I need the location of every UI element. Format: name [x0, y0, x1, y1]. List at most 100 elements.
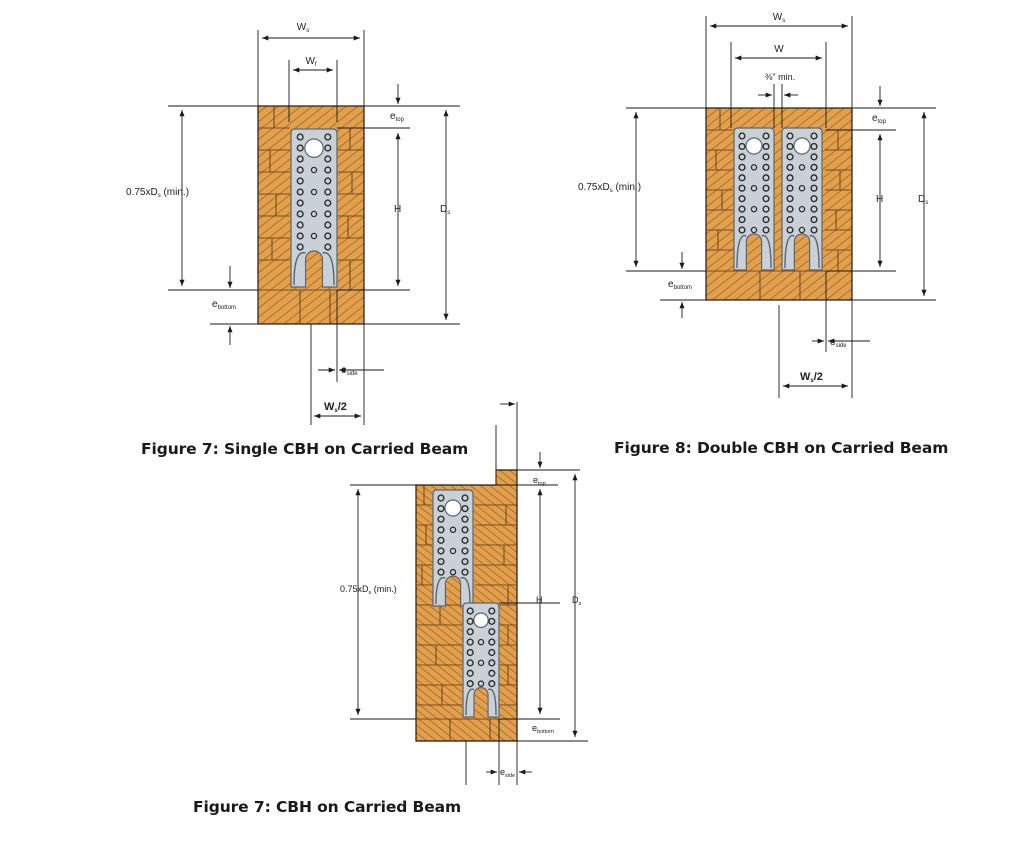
- hook-arc: [761, 234, 772, 269]
- fastener-hole: [324, 232, 332, 240]
- fastener-hole: [296, 188, 304, 196]
- fastener-hole: [466, 617, 474, 625]
- fastener-hole: [310, 210, 318, 218]
- dimension-lines: [350, 401, 588, 785]
- figure-caption-double: Figure 8: Double CBH on Carried Beam: [614, 439, 949, 457]
- hook-arc: [293, 251, 306, 286]
- plate-body: [781, 127, 823, 271]
- fastener-hole: [310, 232, 318, 240]
- fastener-hole: [786, 205, 794, 213]
- fastener-hole: [449, 547, 457, 555]
- fastener-hole: [488, 669, 496, 677]
- fastener-hole: [324, 199, 332, 207]
- label-etop: etop: [872, 113, 887, 125]
- fastener-hole: [762, 184, 770, 192]
- dimension-lines: [168, 30, 460, 425]
- fastener-hole: [324, 133, 332, 141]
- fastener-hole: [488, 659, 496, 667]
- fastener-hole: [466, 680, 474, 688]
- label-ebottom: ebottom: [668, 279, 692, 291]
- label-ebottom: ebottom: [532, 723, 554, 735]
- fastener-hole: [738, 205, 746, 213]
- large-hole: [793, 137, 811, 155]
- fastener-hole: [324, 210, 332, 218]
- fastener-hole: [310, 188, 318, 196]
- fastener-hole: [810, 184, 818, 192]
- fastener-hole: [296, 232, 304, 240]
- fastener-hole: [762, 174, 770, 182]
- fastener-hole: [786, 163, 794, 171]
- fastener-hole: [437, 515, 445, 523]
- fastener-hole: [798, 164, 806, 171]
- fastener-hole: [461, 526, 469, 534]
- fastener-hole: [488, 648, 496, 657]
- fastener-hole: [296, 221, 304, 229]
- fastener-hole: [296, 199, 304, 207]
- fastener-hole: [466, 669, 474, 677]
- fastener-hole: [762, 153, 770, 161]
- label-ebottom: ebottom: [212, 299, 236, 311]
- label-h: H: [394, 204, 401, 215]
- dimension-lines: [626, 16, 936, 398]
- fastener-hole: [750, 226, 758, 234]
- hanger-plate-lower: [462, 602, 500, 718]
- fastener-hole: [750, 205, 758, 213]
- fastener-hole: [461, 504, 469, 513]
- fastener-hole: [810, 195, 818, 203]
- fastener-hole: [461, 557, 469, 566]
- label-w: W: [774, 44, 784, 55]
- fastener-hole: [488, 628, 496, 636]
- fastener-hole: [437, 568, 445, 576]
- figure-cbh-carried-beam: etop H Ds 0.75xDs (min.) ebottom eside: [340, 401, 588, 785]
- fastener-hole: [810, 226, 818, 234]
- large-hole: [304, 138, 324, 158]
- label-depth-min: 0.75xDs (min.): [340, 584, 397, 596]
- carried-beam-section: [705, 107, 853, 301]
- fastener-hole: [324, 166, 332, 174]
- hook-arc: [736, 234, 747, 269]
- fastener-hole: [786, 195, 794, 203]
- fastener-hole: [738, 142, 746, 151]
- label-ws: Ws: [297, 22, 309, 34]
- fastener-hole: [477, 680, 485, 687]
- figure-caption-carried: Figure 7: CBH on Carried Beam: [193, 798, 462, 816]
- fastener-hole: [324, 188, 332, 196]
- label-ds: Ds: [440, 204, 450, 216]
- fastener-hole: [738, 226, 746, 234]
- fastener-hole: [786, 132, 794, 140]
- fastener-hole: [762, 132, 770, 140]
- fastener-hole: [810, 153, 818, 161]
- fastener-hole: [461, 568, 469, 576]
- hook-arc: [460, 577, 471, 605]
- figure-single-cbh: Ws Wf etop H Ds 0.75xDs (min.) ebottom e…: [126, 22, 460, 425]
- large-hole: [473, 612, 489, 628]
- fastener-hole: [477, 638, 485, 646]
- fastener-hole: [738, 163, 746, 171]
- label-depth-min: 0.75xDs (min.): [578, 182, 641, 194]
- fastener-hole: [466, 607, 474, 615]
- fastener-hole: [466, 638, 474, 646]
- label-etop: etop: [533, 475, 546, 487]
- label-depth-min: 0.75xDs (min.): [126, 187, 189, 199]
- fastener-hole: [798, 205, 806, 213]
- fastener-hole: [798, 226, 806, 234]
- hanger-plate-upper: [432, 489, 474, 607]
- fastener-hole: [466, 648, 474, 657]
- fastener-hole: [466, 628, 474, 636]
- hook-arc: [487, 688, 497, 716]
- hook-arc: [784, 234, 795, 269]
- fastener-hole: [324, 177, 332, 185]
- fastener-hole: [762, 205, 770, 213]
- fastener-hole: [437, 494, 445, 502]
- fastener-hole: [461, 536, 469, 544]
- fastener-hole: [738, 184, 746, 192]
- fastener-hole: [324, 243, 332, 251]
- label-w: Wf: [305, 56, 316, 68]
- label-etop: etop: [390, 111, 405, 123]
- figure-caption-single: Figure 7: Single CBH on Carried Beam: [141, 440, 469, 458]
- fastener-hole: [810, 132, 818, 140]
- label-h: H: [536, 595, 543, 605]
- fastener-hole: [461, 547, 469, 555]
